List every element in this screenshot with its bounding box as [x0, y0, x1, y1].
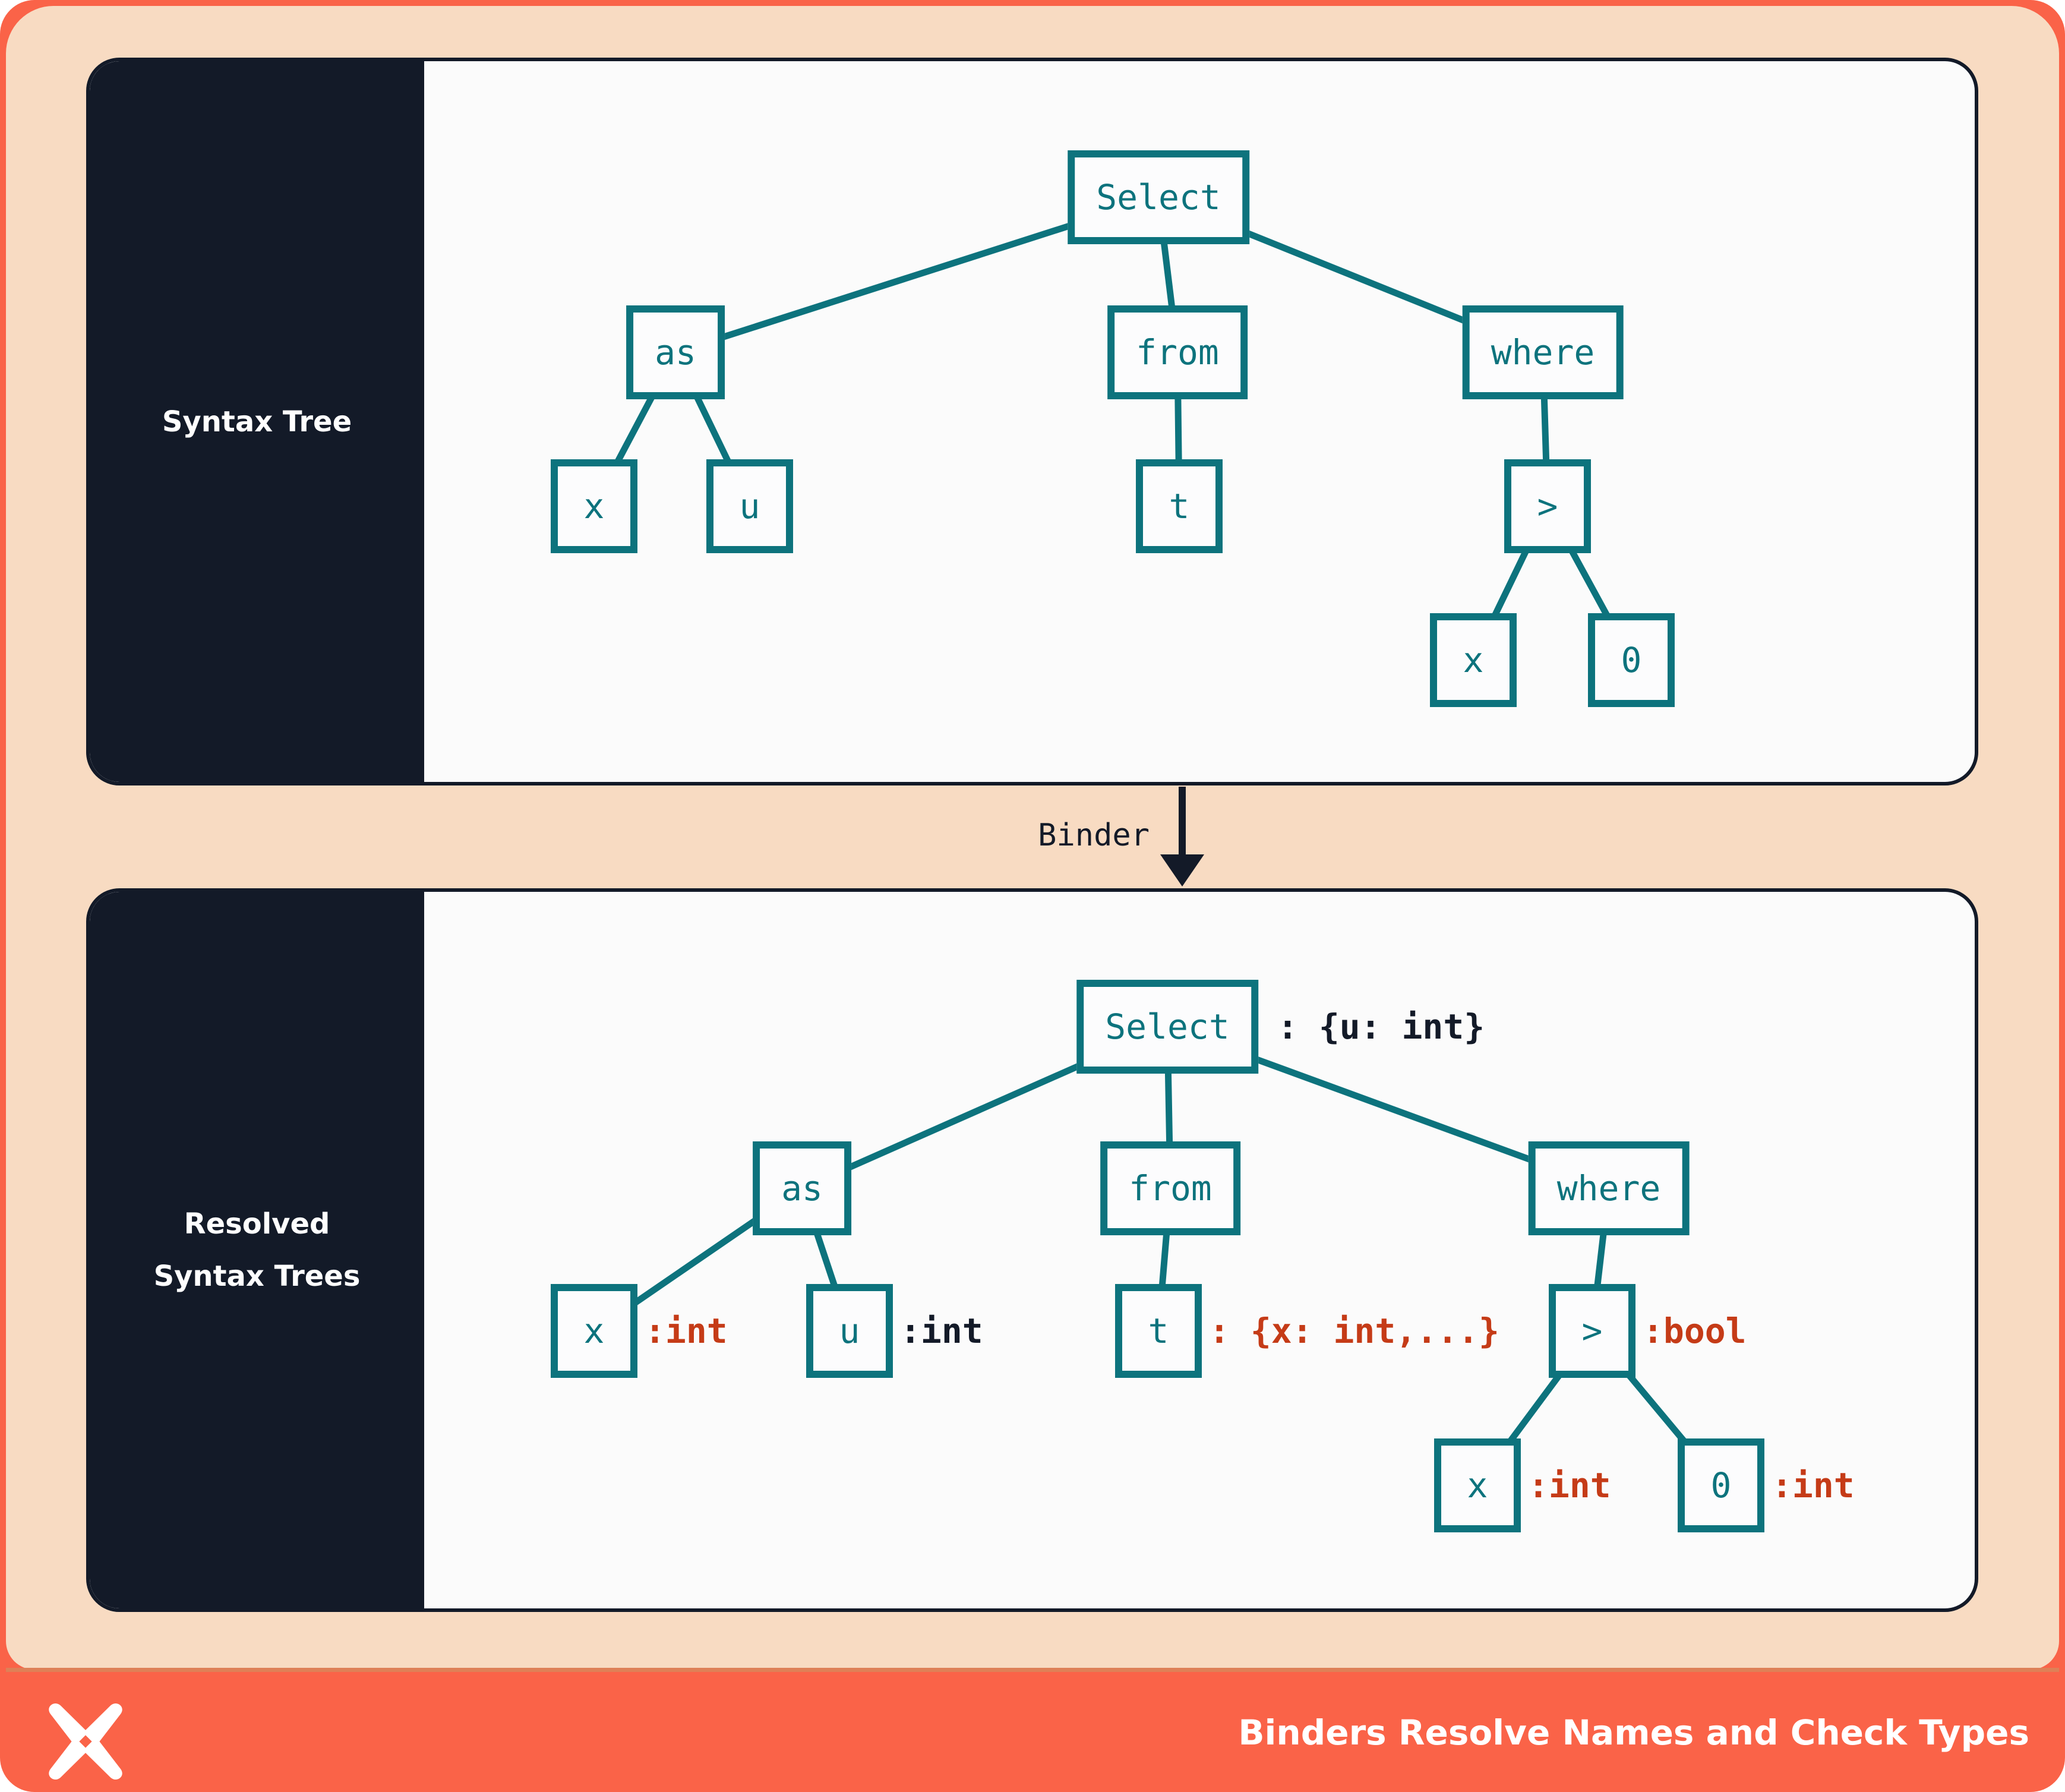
node-label: > — [1537, 486, 1558, 526]
tree-node-gt: > — [1504, 459, 1591, 553]
resolved-syntax-trees-panel: Resolved Syntax Trees — [86, 888, 1978, 1612]
type-annotation-select: : {u: int} — [1277, 1007, 1485, 1047]
panel-title-line: Resolved — [184, 1207, 330, 1241]
tree-node-gt-resolved: > — [1549, 1284, 1635, 1378]
resolved-panel-sidebar: Resolved Syntax Trees — [90, 892, 424, 1608]
tree-node-from: from — [1107, 305, 1248, 399]
node-label: x — [583, 1311, 605, 1351]
node-label: as — [655, 332, 696, 373]
syntax-tree-panel: Syntax Tree — [86, 58, 1978, 785]
tree-node-as-resolved: as — [753, 1141, 851, 1235]
syntax-tree-panel-sidebar: Syntax Tree — [90, 61, 424, 782]
type-annotation-x: :int — [645, 1311, 728, 1351]
tree-node-from-resolved: from — [1100, 1141, 1240, 1235]
node-label: u — [839, 1311, 860, 1351]
node-label: Select — [1096, 177, 1221, 217]
tree-node-x2-resolved: x — [1434, 1438, 1521, 1532]
tree-node-where: where — [1462, 305, 1624, 399]
node-label: x — [1463, 640, 1484, 680]
node-label: t — [1169, 486, 1190, 526]
node-label: Select — [1105, 1007, 1230, 1047]
type-annotation-gt: :bool — [1643, 1311, 1747, 1351]
tree-node-as: as — [626, 305, 725, 399]
tree-node-zero-resolved: 0 — [1678, 1438, 1764, 1532]
tree-node-x-resolved: x — [551, 1284, 637, 1378]
node-label: where — [1556, 1168, 1661, 1209]
panel-title-line: Syntax Trees — [153, 1260, 361, 1293]
node-label: u — [739, 486, 760, 526]
tree-node-t-resolved: t — [1115, 1284, 1202, 1378]
node-label: 0 — [1710, 1465, 1732, 1506]
type-annotation-x2: :int — [1528, 1465, 1611, 1506]
tree-node-u: u — [706, 459, 793, 553]
binder-label: Binder — [1038, 818, 1150, 853]
node-label: x — [1467, 1465, 1488, 1506]
footer-divider — [6, 1668, 2059, 1672]
tree-node-u-resolved: u — [806, 1284, 893, 1378]
type-annotation-zero: :int — [1772, 1465, 1855, 1506]
tree-node-x: x — [551, 459, 637, 553]
tree-node-select-resolved: Select — [1076, 980, 1258, 1074]
tree-node-zero: 0 — [1588, 613, 1675, 707]
pinwheel-x-logo — [49, 1703, 122, 1780]
panel-title: Syntax Tree — [162, 405, 352, 438]
node-label: from — [1136, 332, 1219, 373]
node-label: from — [1129, 1168, 1212, 1209]
type-annotation-u: :int — [900, 1311, 983, 1351]
node-label: 0 — [1621, 640, 1642, 680]
tree-node-t: t — [1136, 459, 1223, 553]
tree-node-where-resolved: where — [1528, 1141, 1690, 1235]
node-label: x — [583, 486, 605, 526]
node-label: > — [1581, 1311, 1603, 1351]
node-label: t — [1148, 1311, 1169, 1351]
node-label: where — [1491, 332, 1595, 373]
type-annotation-t: : {x: int,...} — [1209, 1311, 1499, 1351]
tree-node-x2: x — [1430, 613, 1517, 707]
footer-title: Binders Resolve Names and Check Types — [1238, 1712, 2029, 1753]
tree-node-select: Select — [1068, 150, 1249, 244]
node-label: as — [781, 1168, 823, 1209]
